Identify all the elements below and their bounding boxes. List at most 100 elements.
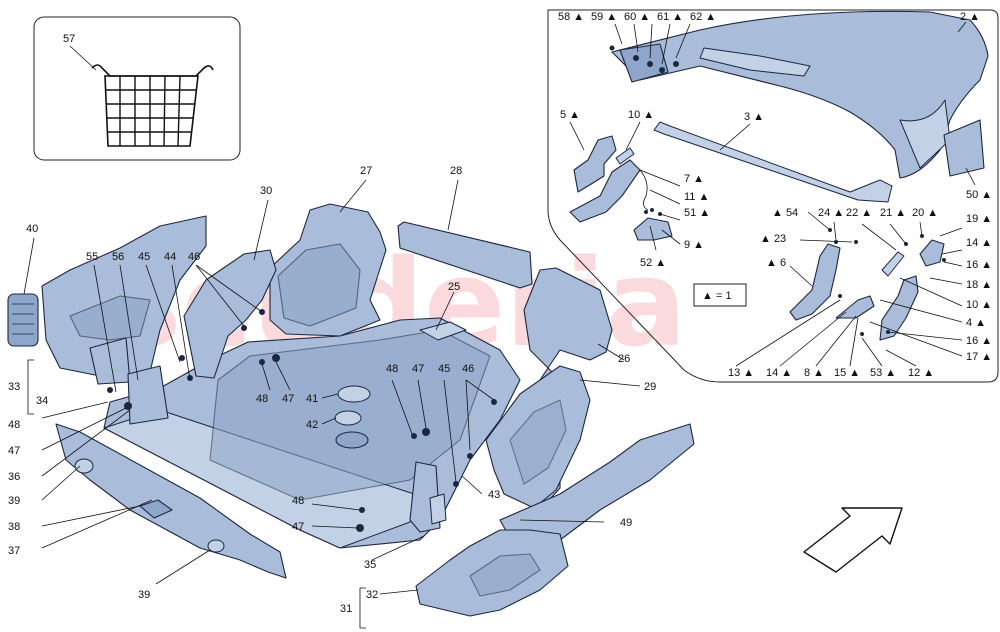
callout-15: 15 ▲ xyxy=(834,367,860,379)
callout-47-lower: 47 xyxy=(292,521,304,533)
grille-40-lines xyxy=(12,303,34,335)
callout-11: 11 ▲ xyxy=(684,191,709,203)
callout-45-right: 45 xyxy=(438,363,450,375)
callout-49: 49 xyxy=(620,517,632,529)
liner-29-shade xyxy=(509,399,567,485)
callout-3: 3 ▲ xyxy=(744,111,764,123)
sill-31-shade xyxy=(469,553,541,597)
trim-bar-28 xyxy=(397,221,533,289)
callout-62: 62 ▲ xyxy=(690,11,716,23)
callout-39-left: 39 xyxy=(8,495,20,507)
side-panel-30 xyxy=(183,249,277,379)
callout-10-top: 10 ▲ xyxy=(628,109,654,121)
trim-piece-50 xyxy=(943,119,985,177)
callout-48-right: 48 xyxy=(386,363,398,375)
legend-triangle-icon: ▲ xyxy=(702,290,713,302)
plug-42 xyxy=(334,410,362,426)
callout-24: 24 ▲ xyxy=(818,207,844,219)
pad-39a xyxy=(74,458,94,474)
sill-trim xyxy=(55,423,287,579)
callout-51: 51 ▲ xyxy=(684,207,710,219)
inset-net-box xyxy=(33,16,241,161)
callout-14-right: 14 ▲ xyxy=(966,237,992,249)
callout-6: ▲ 6 xyxy=(766,257,786,269)
rod-3 xyxy=(653,121,893,203)
plug-41 xyxy=(337,385,371,403)
callout-37: 37 xyxy=(8,545,20,557)
link-10 xyxy=(615,147,635,165)
callout-22: 22 ▲ xyxy=(846,207,872,219)
callout-43: 43 xyxy=(488,489,500,501)
callout-7: 7 ▲ xyxy=(684,173,704,185)
rear-wall-shadow xyxy=(277,243,361,327)
callout-56: 56 xyxy=(112,251,124,263)
bracket-35 xyxy=(429,493,447,525)
pad-39b xyxy=(207,539,225,553)
callout-32: 32 xyxy=(366,589,378,601)
hinge-5 xyxy=(573,135,617,193)
detail-group-box xyxy=(547,9,999,383)
plug-large xyxy=(335,431,369,449)
legend: ▲ = 1 xyxy=(693,283,747,307)
callout-41: 41 xyxy=(306,393,318,405)
direction-arrow-icon xyxy=(803,507,903,573)
callout-5: 5 ▲ xyxy=(560,109,580,121)
callout-57: 57 xyxy=(63,33,75,45)
bracket-33-34 xyxy=(27,359,34,415)
callout-47-center: 47 xyxy=(282,393,294,405)
callout-16-upper: 16 ▲ xyxy=(966,259,992,271)
callout-45-left: 45 xyxy=(138,251,150,263)
callout-55: 55 xyxy=(86,251,98,263)
lid-panel xyxy=(611,10,989,179)
fasteners-main xyxy=(107,309,497,532)
callout-39-bottom: 39 xyxy=(138,589,150,601)
cable-11 xyxy=(639,169,649,211)
bracket-36 xyxy=(127,365,169,425)
legend-text: = 1 xyxy=(716,290,732,302)
callout-14-bottom: 14 ▲ xyxy=(766,367,792,379)
callout-18: 18 ▲ xyxy=(966,279,992,291)
callout-47-right: 47 xyxy=(412,363,424,375)
callout-38: 38 xyxy=(8,521,20,533)
callout-53: 53 ▲ xyxy=(870,367,896,379)
callout-20: 20 ▲ xyxy=(912,207,938,219)
callout-54: ▲ 54 xyxy=(772,207,798,219)
callout-40: 40 xyxy=(26,223,38,235)
callout-8: 8 ▲ xyxy=(804,367,824,379)
leader-lines xyxy=(23,21,976,595)
hinge-4 xyxy=(879,275,919,341)
callout-23: ▲ 23 xyxy=(760,233,786,245)
bracket-9 xyxy=(633,217,673,241)
callout-34: 34 xyxy=(36,395,48,407)
callout-52: 52 ▲ xyxy=(640,257,666,269)
callout-21: 21 ▲ xyxy=(880,207,906,219)
callout-50: 50 ▲ xyxy=(966,189,992,201)
callout-29: 29 xyxy=(644,381,656,393)
callout-59: 59 ▲ xyxy=(591,11,617,23)
callout-35: 35 xyxy=(364,559,376,571)
callout-46-right: 46 xyxy=(462,363,474,375)
callout-42: 42 xyxy=(306,419,318,431)
callout-27: 27 xyxy=(360,165,372,177)
callout-46-left: 46 xyxy=(188,251,200,263)
cover-25 xyxy=(419,321,467,341)
latch-38 xyxy=(139,499,173,519)
callout-33: 33 xyxy=(8,381,20,393)
callout-4: 4 ▲ xyxy=(966,317,986,329)
callout-47-left: 47 xyxy=(8,445,20,457)
callout-60: 60 ▲ xyxy=(624,11,650,23)
callout-28: 28 xyxy=(450,165,462,177)
hinge-14 xyxy=(919,239,945,267)
callout-labels: 57 2 ▲ 58 ▲ 59 ▲ 60 ▲ 61 ▲ 62 ▲ 5 ▲ 10 ▲… xyxy=(8,11,992,615)
callout-16-lower: 16 ▲ xyxy=(966,335,992,347)
bracket-31-32 xyxy=(359,587,366,629)
callout-26: 26 xyxy=(618,353,630,365)
plate-8 xyxy=(835,295,875,319)
callout-61: 61 ▲ xyxy=(657,11,683,23)
grille-40 xyxy=(7,293,39,347)
callout-48-lower: 48 xyxy=(292,495,304,507)
callout-17: 17 ▲ xyxy=(966,351,992,363)
callout-13: 13 ▲ xyxy=(728,367,754,379)
callout-44: 44 xyxy=(164,251,176,263)
fasteners-top xyxy=(609,45,946,336)
